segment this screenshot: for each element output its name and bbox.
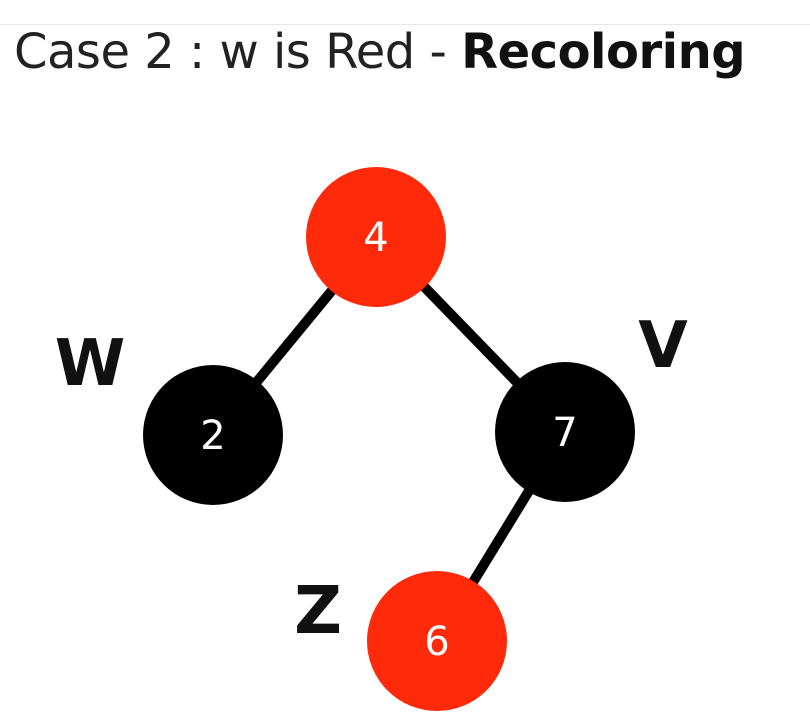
top-divider bbox=[0, 24, 810, 25]
node-value: 4 bbox=[363, 215, 388, 261]
title-bold-text: Recoloring bbox=[461, 24, 746, 80]
red-node-circle bbox=[367, 571, 507, 711]
node-tag-z: Z bbox=[294, 572, 342, 649]
node-tag-w: W bbox=[55, 327, 126, 401]
black-node-circle bbox=[143, 365, 283, 505]
node-value: 6 bbox=[424, 619, 449, 665]
tree-node-2: 2 bbox=[143, 365, 283, 505]
tree-node-7: 7 bbox=[495, 362, 635, 502]
red-node-circle bbox=[306, 167, 446, 307]
tree-node-6: 6 bbox=[367, 571, 507, 711]
tree-nodes: 4 2 7 6 bbox=[143, 167, 635, 711]
tree-node-4: 4 bbox=[306, 167, 446, 307]
slide-title: Case 2 : w is Red - Recoloring bbox=[14, 18, 746, 86]
node-value: 7 bbox=[552, 410, 577, 456]
node-tag-v: V bbox=[638, 309, 688, 383]
black-node-circle bbox=[495, 362, 635, 502]
title-text: Case 2 : w is Red - bbox=[14, 24, 462, 80]
node-tags: W V Z bbox=[55, 309, 689, 649]
node-value: 2 bbox=[200, 413, 225, 459]
